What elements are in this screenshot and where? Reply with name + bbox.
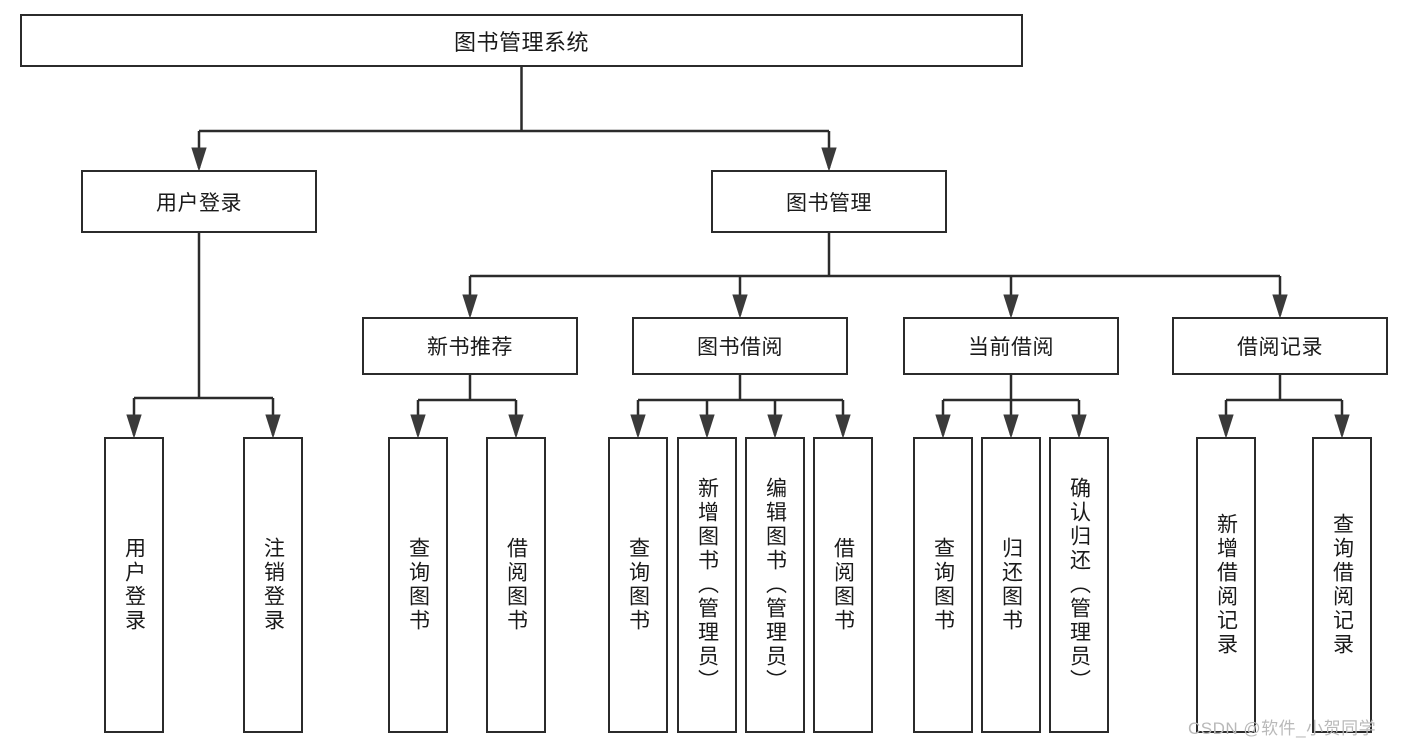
node-book-borrow: 图书借阅 bbox=[632, 317, 848, 375]
node-new-book-rec: 新书推荐 bbox=[362, 317, 578, 375]
node-leaf-add-book-admin: 新增图书（管理员） bbox=[677, 437, 737, 733]
node-borrow-record: 借阅记录 bbox=[1172, 317, 1388, 375]
node-leaf-query-book-rec: 查询图书 bbox=[388, 437, 448, 733]
node-leaf-query-book-current: 查询图书 bbox=[913, 437, 973, 733]
node-leaf-user-login: 用户登录 bbox=[104, 437, 164, 733]
node-root: 图书管理系统 bbox=[20, 14, 1023, 67]
node-leaf-add-borrow-record: 新增借阅记录 bbox=[1196, 437, 1256, 733]
node-leaf-borrow-book-rec: 借阅图书 bbox=[486, 437, 546, 733]
node-leaf-user-logout: 注销登录 bbox=[243, 437, 303, 733]
node-leaf-confirm-return-admin: 确认归还（管理员） bbox=[1049, 437, 1109, 733]
node-leaf-return-book: 归还图书 bbox=[981, 437, 1041, 733]
node-leaf-edit-book-admin: 编辑图书（管理员） bbox=[745, 437, 805, 733]
node-leaf-query-borrow-record: 查询借阅记录 bbox=[1312, 437, 1372, 733]
node-user-login: 用户登录 bbox=[81, 170, 317, 233]
node-leaf-borrow-book: 借阅图书 bbox=[813, 437, 873, 733]
node-current-borrow: 当前借阅 bbox=[903, 317, 1119, 375]
node-book-manage: 图书管理 bbox=[711, 170, 947, 233]
node-leaf-query-book-borrow: 查询图书 bbox=[608, 437, 668, 733]
